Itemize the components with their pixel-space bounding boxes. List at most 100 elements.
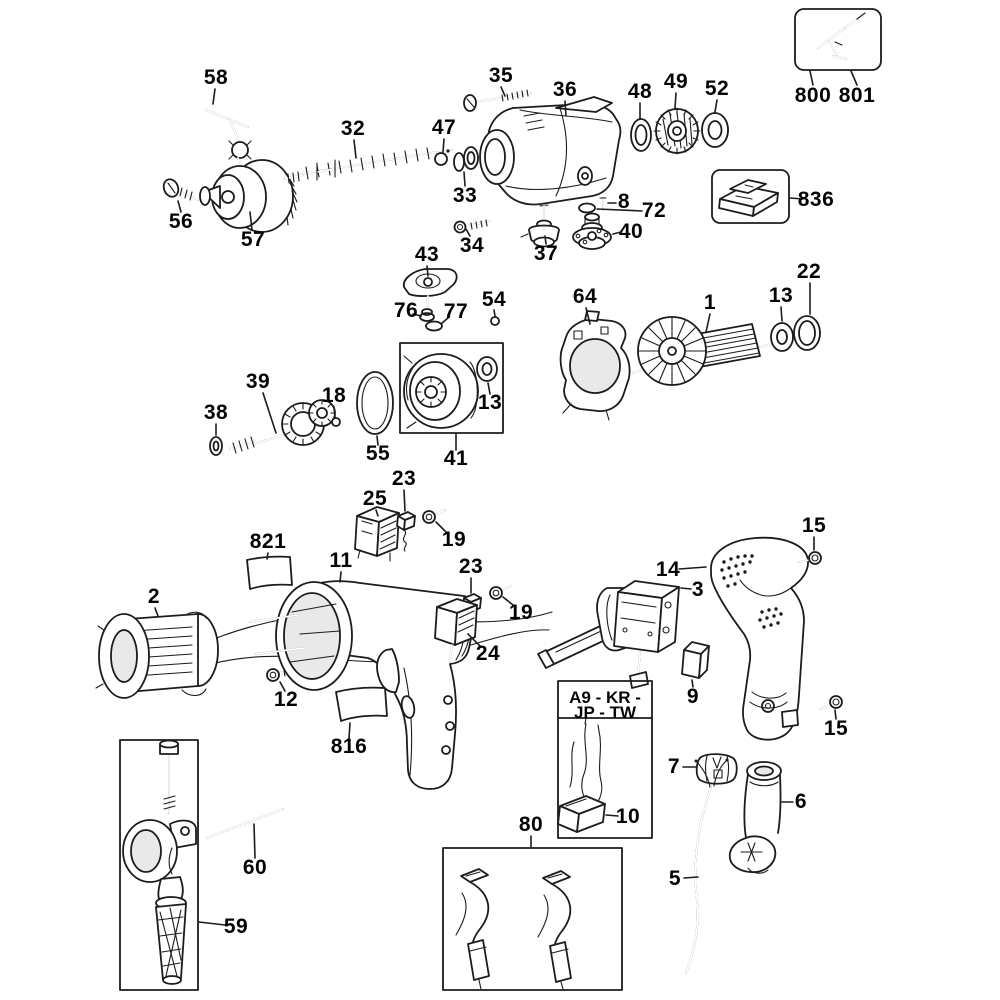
part-field-2	[95, 611, 219, 699]
leader-line-40	[612, 231, 622, 235]
part-screw-15-lower	[820, 695, 843, 710]
part-depth-rod-60	[206, 808, 284, 839]
leader-line-11	[339, 571, 342, 583]
part-block-10	[557, 795, 606, 833]
leader-line-43	[426, 265, 429, 277]
kit-box-800-801	[794, 8, 882, 71]
part-oring-55	[356, 371, 394, 435]
leader-line-37	[544, 235, 547, 245]
leader-line-52	[714, 99, 718, 113]
brush-lead-assembly	[537, 870, 572, 990]
part-washer-38	[209, 436, 223, 456]
part-bearing-13	[770, 322, 794, 352]
part-spindle-32	[283, 147, 453, 184]
leader-line-10	[605, 814, 619, 817]
leader-line-13b	[487, 382, 491, 395]
kit-box-836	[711, 169, 790, 224]
part-oring-77	[425, 320, 443, 332]
part-gear-housing-36	[479, 96, 622, 206]
part-label-sticker-816	[335, 686, 388, 722]
leader-line-76	[412, 313, 422, 317]
leader-line-19a	[435, 521, 448, 534]
part-oring-76	[419, 312, 435, 322]
leader-line-18	[333, 406, 336, 418]
part-oring-47	[434, 152, 448, 166]
part-gear-49	[653, 107, 701, 155]
part-chuck-57	[199, 159, 298, 233]
part-gear-shaft-39	[229, 399, 342, 454]
leader-line-836	[789, 197, 804, 200]
part-label-sticker-821	[246, 555, 293, 590]
part-screw-19-lower	[489, 585, 512, 600]
leader-line-24	[467, 633, 482, 648]
leader-line-12	[279, 681, 286, 692]
leader-line-9	[691, 679, 694, 688]
part-brush-holder-24	[434, 598, 478, 662]
leader-line-13	[780, 306, 783, 322]
leader-line-19b	[502, 596, 514, 606]
part-ball-54	[490, 316, 500, 326]
part-oring-72	[578, 202, 596, 214]
leader-line-55	[376, 435, 379, 446]
part-armature-1	[632, 316, 790, 386]
part-ball-18	[331, 417, 341, 427]
leader-line-47	[442, 138, 445, 153]
leader-line-821	[266, 552, 269, 560]
leader-line-15b	[834, 709, 837, 720]
leader-line-2	[154, 607, 159, 617]
part-baffle-64	[559, 310, 631, 421]
part-handle-14	[710, 536, 809, 741]
part-screw-35	[463, 89, 532, 112]
part-capacitor-9	[681, 641, 710, 679]
part-screw-15-upper	[798, 551, 822, 565]
part-switch-3	[537, 580, 680, 689]
kit-box-80	[442, 847, 623, 991]
part-bearing-retainer-37	[520, 204, 560, 248]
leader-line-3	[680, 587, 692, 590]
part-pin-8	[599, 197, 607, 211]
leader-lines	[154, 70, 858, 926]
part-screw-56	[162, 178, 199, 201]
part-housing-11	[249, 580, 478, 790]
leader-line-39	[262, 392, 277, 434]
leader-line-800	[809, 70, 814, 86]
part-hub-40	[572, 212, 612, 250]
part-lever-43	[402, 268, 458, 316]
leader-line-77	[440, 316, 450, 325]
leader-line-23a	[403, 489, 406, 512]
drill-icon	[817, 12, 866, 60]
part-screw-34	[453, 219, 491, 234]
part-screw-19-upper	[422, 509, 446, 524]
part-cord-5	[685, 758, 729, 974]
leader-line-801	[850, 70, 858, 86]
leader-line-56	[177, 200, 182, 213]
leader-line-1	[705, 313, 711, 333]
part-ring-22	[793, 315, 821, 351]
part-cord-protector-6	[728, 761, 782, 874]
leader-line-35	[500, 86, 506, 97]
leader-line-14	[678, 566, 707, 570]
leader-line-36	[564, 100, 567, 117]
part-bearing-52	[701, 112, 729, 148]
part-washers-33	[453, 146, 479, 172]
part-washer-48	[630, 118, 652, 152]
leader-line-59	[198, 921, 226, 926]
part-brush-23-upper	[396, 511, 416, 552]
part-chuck-key-58	[205, 109, 252, 176]
region-box-a9	[557, 680, 653, 839]
leader-line-72	[596, 208, 643, 212]
leader-line-5	[683, 876, 699, 879]
leader-line-58	[212, 88, 216, 105]
kit-box-41	[399, 342, 504, 434]
leader-line-25	[375, 509, 379, 517]
kit-box-59-side-handle	[119, 739, 199, 991]
leader-line-33	[463, 171, 466, 187]
leader-line-34	[465, 228, 471, 237]
leader-line-57	[249, 211, 253, 231]
leader-line-60	[253, 823, 256, 859]
leader-line-54	[493, 309, 496, 317]
leader-line-816	[348, 722, 351, 739]
brush-lead-assembly	[455, 868, 490, 990]
